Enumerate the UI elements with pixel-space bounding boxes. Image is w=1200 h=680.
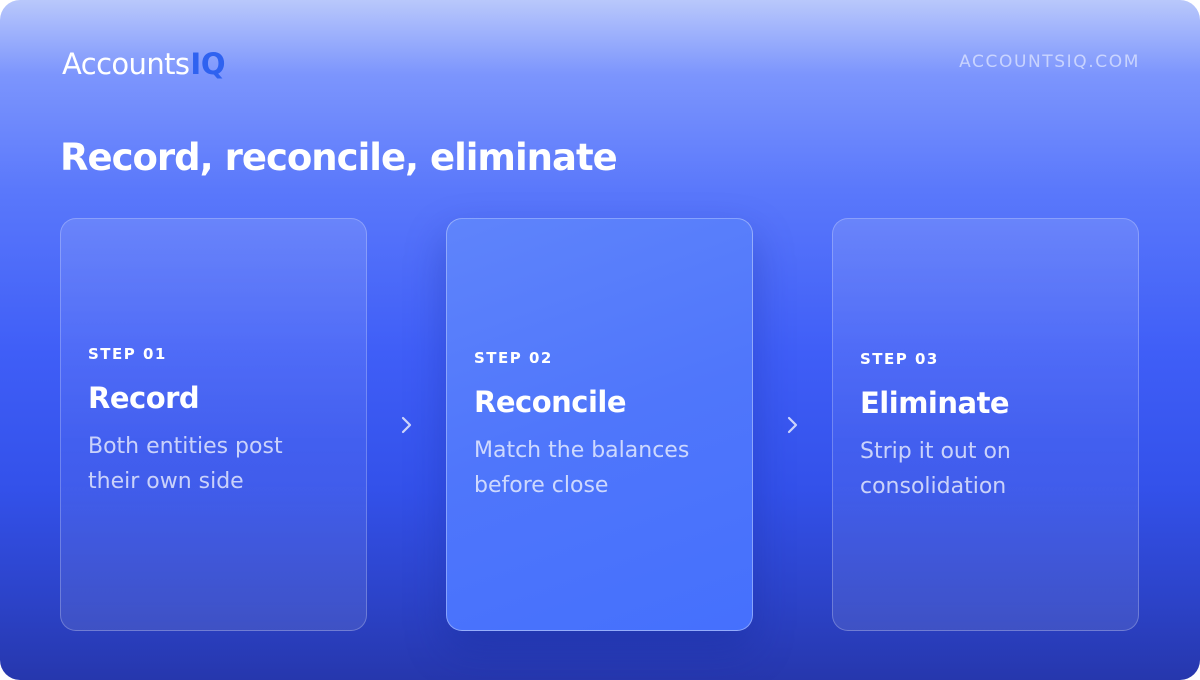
step-title: Record xyxy=(88,381,200,415)
chevron-right-icon xyxy=(786,413,800,437)
step-description: Match the balances before close xyxy=(474,438,690,498)
step-card-eliminate: STEP 03 Eliminate Strip it out on consol… xyxy=(832,218,1139,631)
page-title: Record, reconcile, eliminate xyxy=(60,136,618,179)
step-title: Eliminate xyxy=(860,385,1010,420)
step-card-record: STEP 01 Record Both entities post their … xyxy=(60,218,367,631)
website-link[interactable]: ACCOUNTSIQ.COM xyxy=(959,52,1140,72)
step-card-reconcile: STEP 02 Reconcile Match the balances bef… xyxy=(446,218,753,631)
step-description: Both entities post their own side xyxy=(88,434,283,494)
step-label: STEP 02 xyxy=(474,349,553,367)
brand-name-accent: IQ xyxy=(190,47,226,81)
brand-name: Accounts xyxy=(62,47,190,81)
step-label: STEP 03 xyxy=(860,349,939,368)
step-label: STEP 01 xyxy=(88,345,167,363)
chevron-right-icon xyxy=(400,413,414,437)
step-description: Strip it out on consolidation xyxy=(860,438,1011,499)
step-title: Reconcile xyxy=(474,385,627,419)
